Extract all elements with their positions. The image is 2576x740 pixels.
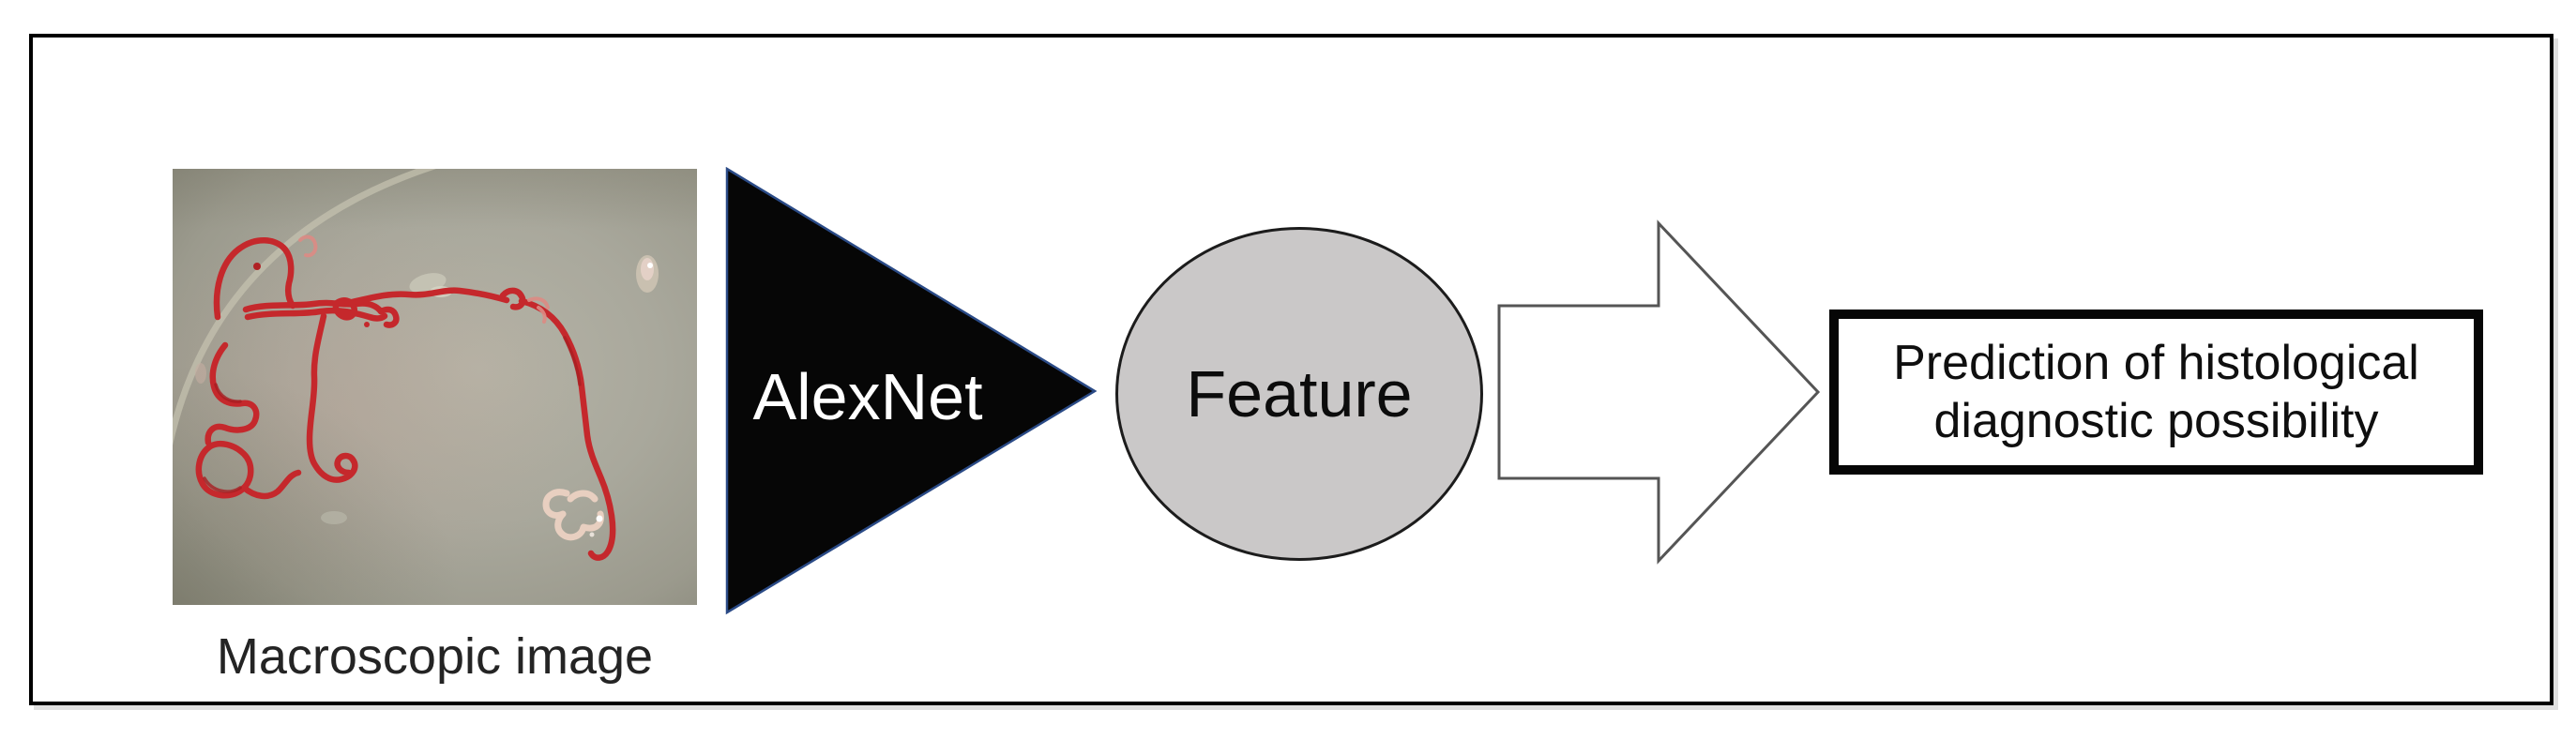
feature-label: Feature: [1186, 357, 1413, 430]
prediction-line-2: diagnostic possibility: [1933, 394, 2379, 448]
prediction-line-1: Prediction of histological: [1893, 336, 2419, 390]
right-arrow-shape: [1497, 219, 1821, 565]
prediction-box: Prediction of histological diagnostic po…: [1829, 310, 2483, 475]
petri-dish-specimen-image: [173, 169, 697, 605]
flow-arrow-icon: [1497, 219, 1821, 565]
figure-frame: Macroscopic image AlexNet Feature Predic…: [29, 34, 2553, 705]
feature-circle: Feature: [1115, 227, 1483, 561]
macroscopic-photo: [173, 169, 697, 605]
alexnet-label: AlexNet: [752, 360, 982, 433]
alexnet-triangle: AlexNet: [725, 167, 1098, 615]
photo-caption: Macroscopic image: [216, 628, 654, 685]
triangle-shape-icon: [725, 167, 1098, 615]
